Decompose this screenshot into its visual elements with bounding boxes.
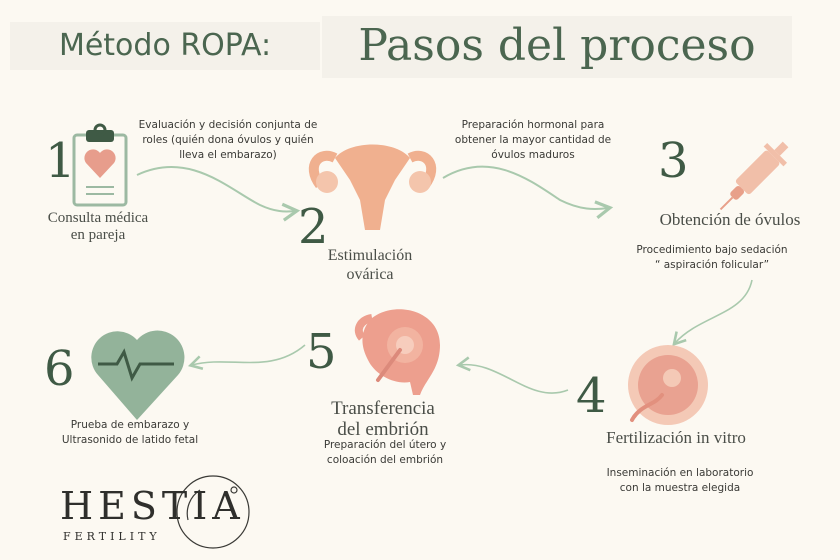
arrow-4-5: [455, 356, 569, 394]
uterus-icon: [308, 144, 437, 230]
egg-sperm-icon: [628, 345, 708, 425]
step-4-number: 4: [576, 368, 607, 424]
step-5-detail: Preparación del útero y coloación del em…: [323, 439, 447, 466]
step-5-number: 5: [306, 324, 337, 380]
step-3-number: 3: [658, 133, 689, 189]
logo-name: HESTIA: [60, 484, 245, 528]
arrow-3-4: [672, 279, 753, 347]
step-1-2-description: Evaluación y decisión conjunta de roles …: [138, 119, 318, 161]
page-title: Pasos del proceso: [322, 16, 792, 78]
step-6-detail: Prueba de embarazo y Ultrasonido de lati…: [61, 419, 199, 446]
step-4-detail: Inseminación en laboratorio con la muest…: [606, 467, 754, 494]
step-2-number: 2: [298, 199, 329, 255]
step-4-label: Fertilización in vitro: [606, 428, 746, 447]
step-6-number: 6: [44, 341, 75, 397]
logo-circle-icon: [176, 475, 250, 549]
heartbeat-icon: [91, 330, 185, 420]
step-2-3-description: Preparación hormonal para obtener la may…: [454, 119, 612, 161]
step-5-label: Transferencia del embrión: [331, 398, 435, 440]
arrow-2-3: [442, 165, 614, 219]
arrow-5-6: [187, 344, 306, 370]
clipboard-heart-icon: [72, 123, 128, 207]
logo-subtitle: FERTILITY: [63, 530, 161, 543]
step-1-label: Consulta médica en pareja: [47, 210, 149, 243]
arrow-1-2: [136, 165, 301, 222]
step-3-detail: Procedimiento bajo sedación “ aspiración…: [636, 244, 788, 271]
step-2-label: Estimulación ovárica: [327, 247, 413, 283]
syringe-icon: [719, 141, 789, 211]
step-1-number: 1: [45, 133, 76, 189]
uterus-embryo-icon: [354, 309, 440, 395]
title-prefix: Método ROPA:: [10, 22, 320, 70]
step-3-label: Obtención de óvulos: [659, 210, 801, 229]
